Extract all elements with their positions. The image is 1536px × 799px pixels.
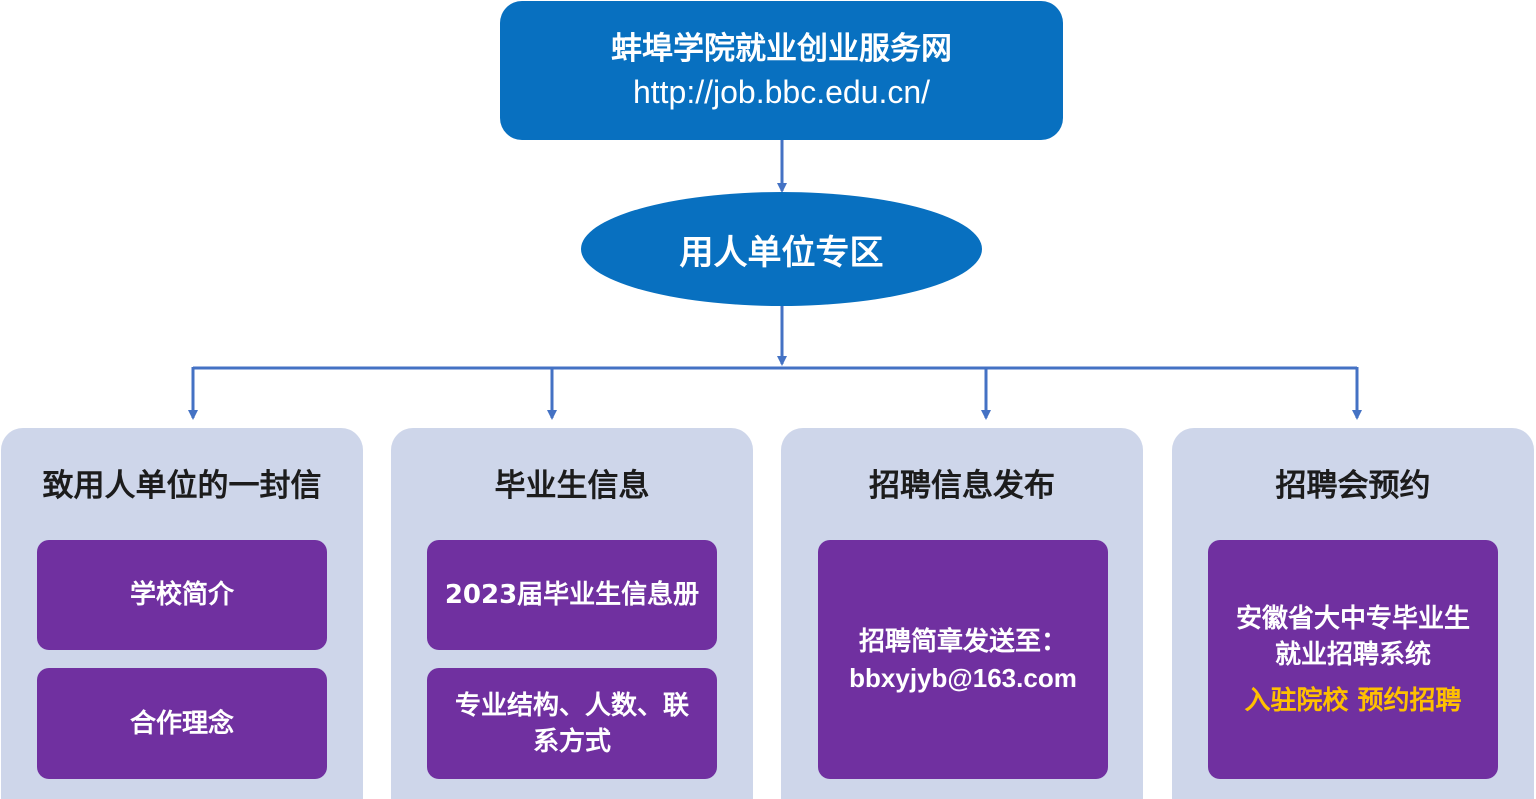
section-title-graduates: 毕业生信息: [494, 467, 650, 504]
item-provincial-job-system[interactable]: 安徽省大中专毕业生就业招聘系统 入驻院校 预约招聘: [1208, 540, 1498, 779]
item-job-system-label: 安徽省大中专毕业生就业招聘系统: [1236, 603, 1471, 670]
item-cooperation-concept-label: 合作理念: [129, 708, 234, 739]
site-url-link[interactable]: http://job.bbc.edu.cn/: [632, 73, 931, 110]
item-send-brief-label: 招聘简章发送至：: [858, 626, 1067, 657]
item-job-system-highlight[interactable]: 入驻院校 预约招聘: [1244, 685, 1462, 716]
section-title-recruitment-info: 招聘信息发布: [869, 467, 1055, 504]
site-title: 蚌埠学院就业创业服务网: [611, 30, 952, 67]
item-major-structure-label: 专业结构、人数、联系方式: [454, 690, 689, 757]
section-title-letter: 致用人单位的一封信: [42, 467, 322, 504]
item-send-recruitment-brief[interactable]: 招聘简章发送至： bbxyjyb@163.com: [818, 540, 1108, 779]
item-graduate-booklet-label: 2023届毕业生信息册: [444, 580, 700, 610]
item-school-intro-label: 学校简介: [129, 580, 234, 610]
item-cooperation-concept[interactable]: 合作理念: [37, 668, 327, 779]
employer-zone-node[interactable]: 用人单位专区: [581, 192, 982, 306]
site-header-box[interactable]: 蚌埠学院就业创业服务网 http://job.bbc.edu.cn/: [500, 1, 1063, 140]
item-graduate-booklet[interactable]: 2023届毕业生信息册: [427, 540, 717, 650]
recruitment-email-link[interactable]: bbxyjyb@163.com: [849, 662, 1077, 693]
item-school-intro[interactable]: 学校简介: [37, 540, 327, 650]
employer-zone-label: 用人单位专区: [679, 232, 884, 273]
section-title-job-fair: 招聘会预约: [1275, 467, 1431, 504]
item-major-structure[interactable]: 专业结构、人数、联系方式: [427, 668, 717, 779]
